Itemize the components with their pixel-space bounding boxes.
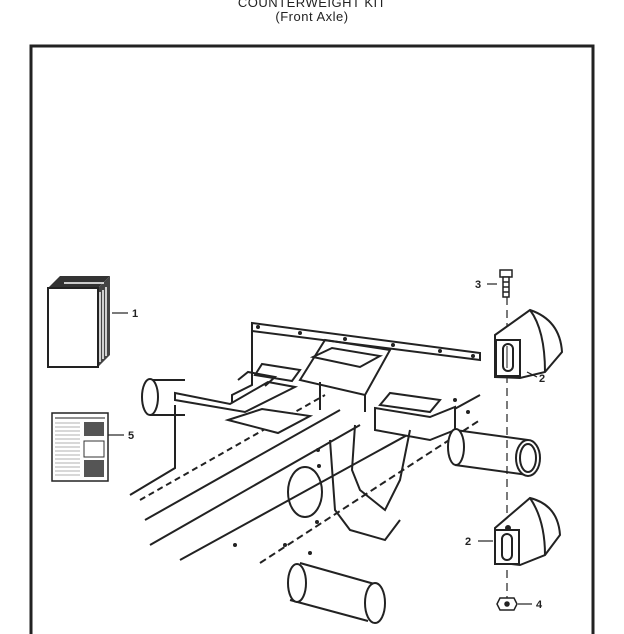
callout-2-lower: 2: [465, 536, 471, 548]
part-bolt: [499, 269, 513, 298]
callout-5: 5: [128, 430, 134, 442]
leader-lines: [108, 283, 538, 605]
part-counterweight-box: [47, 276, 110, 368]
part-instruction-sheet: [51, 412, 109, 482]
callout-3: 3: [475, 279, 481, 291]
kit-subtitle: (Front Axle): [275, 9, 349, 24]
axle-frame: [129, 321, 481, 564]
page-title: COUNTERWEIGHT KIT (Front Axle): [0, 0, 624, 24]
axle-tube-right: [447, 428, 541, 477]
part-nut: [496, 597, 518, 611]
part-counterweight-lower: [494, 496, 562, 567]
frame-border: [29, 44, 595, 634]
callout-2-upper: 2: [539, 373, 545, 385]
callout-1: 1: [132, 308, 138, 320]
kit-title: COUNTERWEIGHT KIT: [237, 0, 387, 10]
callout-4: 4: [536, 599, 543, 611]
axle-tube-left: [141, 378, 185, 416]
axle-tube-bottom: [287, 562, 386, 624]
part-counterweight-upper: [494, 308, 564, 380]
